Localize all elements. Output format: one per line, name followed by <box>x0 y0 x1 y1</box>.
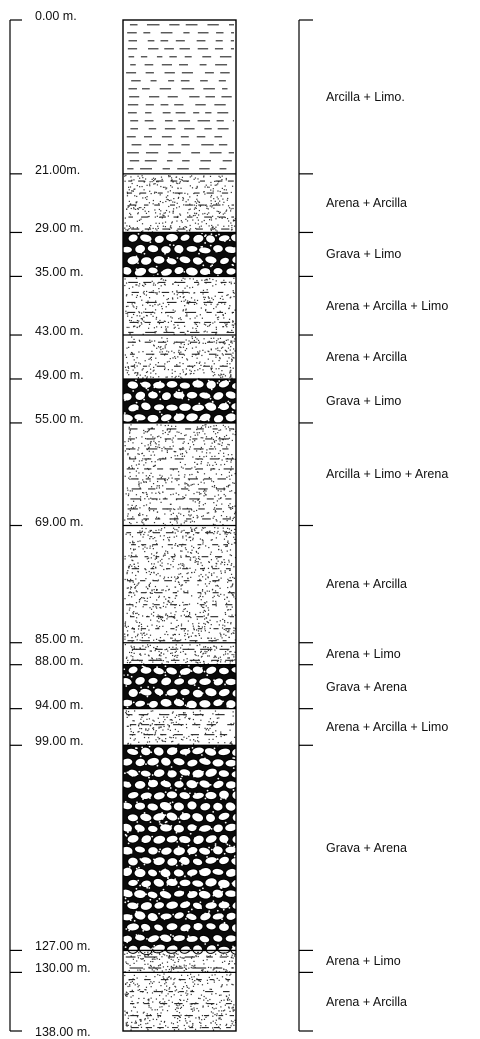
layer-fill-4 <box>124 336 236 380</box>
lithology-label: Grava + Arena <box>326 679 407 694</box>
depth-label: 55.00 m. <box>35 411 84 426</box>
depth-label: 35.00 m. <box>35 265 84 280</box>
depth-label: 85.00 m. <box>35 631 84 646</box>
depth-label: 99.00 m. <box>35 734 84 749</box>
depth-label: 29.00 m. <box>35 221 84 236</box>
layer-fill-8 <box>124 644 236 665</box>
depth-label: 21.00m. <box>35 162 81 177</box>
column-fill <box>123 24 236 1031</box>
depth-label: 69.00 m. <box>35 514 84 529</box>
lithology-label: Grava + Limo <box>326 247 402 262</box>
layer-fill-5 <box>123 378 236 424</box>
layer-fill-6 <box>124 424 236 526</box>
lithology-label: Arena + Arcilla <box>326 577 407 592</box>
depth-label: 138.00 m. <box>35 1025 91 1039</box>
layer-fill-10 <box>125 710 236 746</box>
layer-fill-7 <box>124 526 236 643</box>
layer-fill-12 <box>124 951 236 973</box>
lithology-label: Arena + Limo <box>326 954 401 969</box>
lithology-label: Arena + Arcilla <box>326 994 407 1009</box>
layer-fill-1 <box>124 174 236 233</box>
layer-fill-3 <box>124 277 236 336</box>
lithology-label: Arena + Arcilla <box>326 350 407 364</box>
layer-fill-9 <box>123 663 236 710</box>
lithology-label: Grava + Limo <box>326 393 402 408</box>
lithology-label: Arcilla + Limo + Arena <box>326 467 449 482</box>
layer-fill-2 <box>123 231 236 278</box>
lithology-label: Arena + Limo <box>326 646 401 661</box>
lithology-label: Arena + Arcilla + Limo <box>326 719 449 734</box>
depth-label: 88.00 m. <box>35 653 84 668</box>
layer-fill-13 <box>124 973 236 1031</box>
lithology-label: Grava + Arena <box>326 840 407 855</box>
layer-fill-11 <box>123 744 236 956</box>
depth-label: 94.00 m. <box>35 697 84 712</box>
depth-label: 49.00 m. <box>35 367 84 382</box>
depth-label: 127.00 m. <box>35 939 91 954</box>
lithology-label: Arcilla + Limo. <box>326 89 405 104</box>
depth-label: 43.00 m. <box>35 324 84 339</box>
layer-fill-0 <box>126 24 234 170</box>
lithology-label: Arena + Arcilla <box>326 196 407 211</box>
depth-label: 130.00 m. <box>35 961 91 976</box>
depth-label: 0.00 m. <box>35 9 77 23</box>
lithology-label: Arena + Arcilla + Limo <box>326 298 449 313</box>
